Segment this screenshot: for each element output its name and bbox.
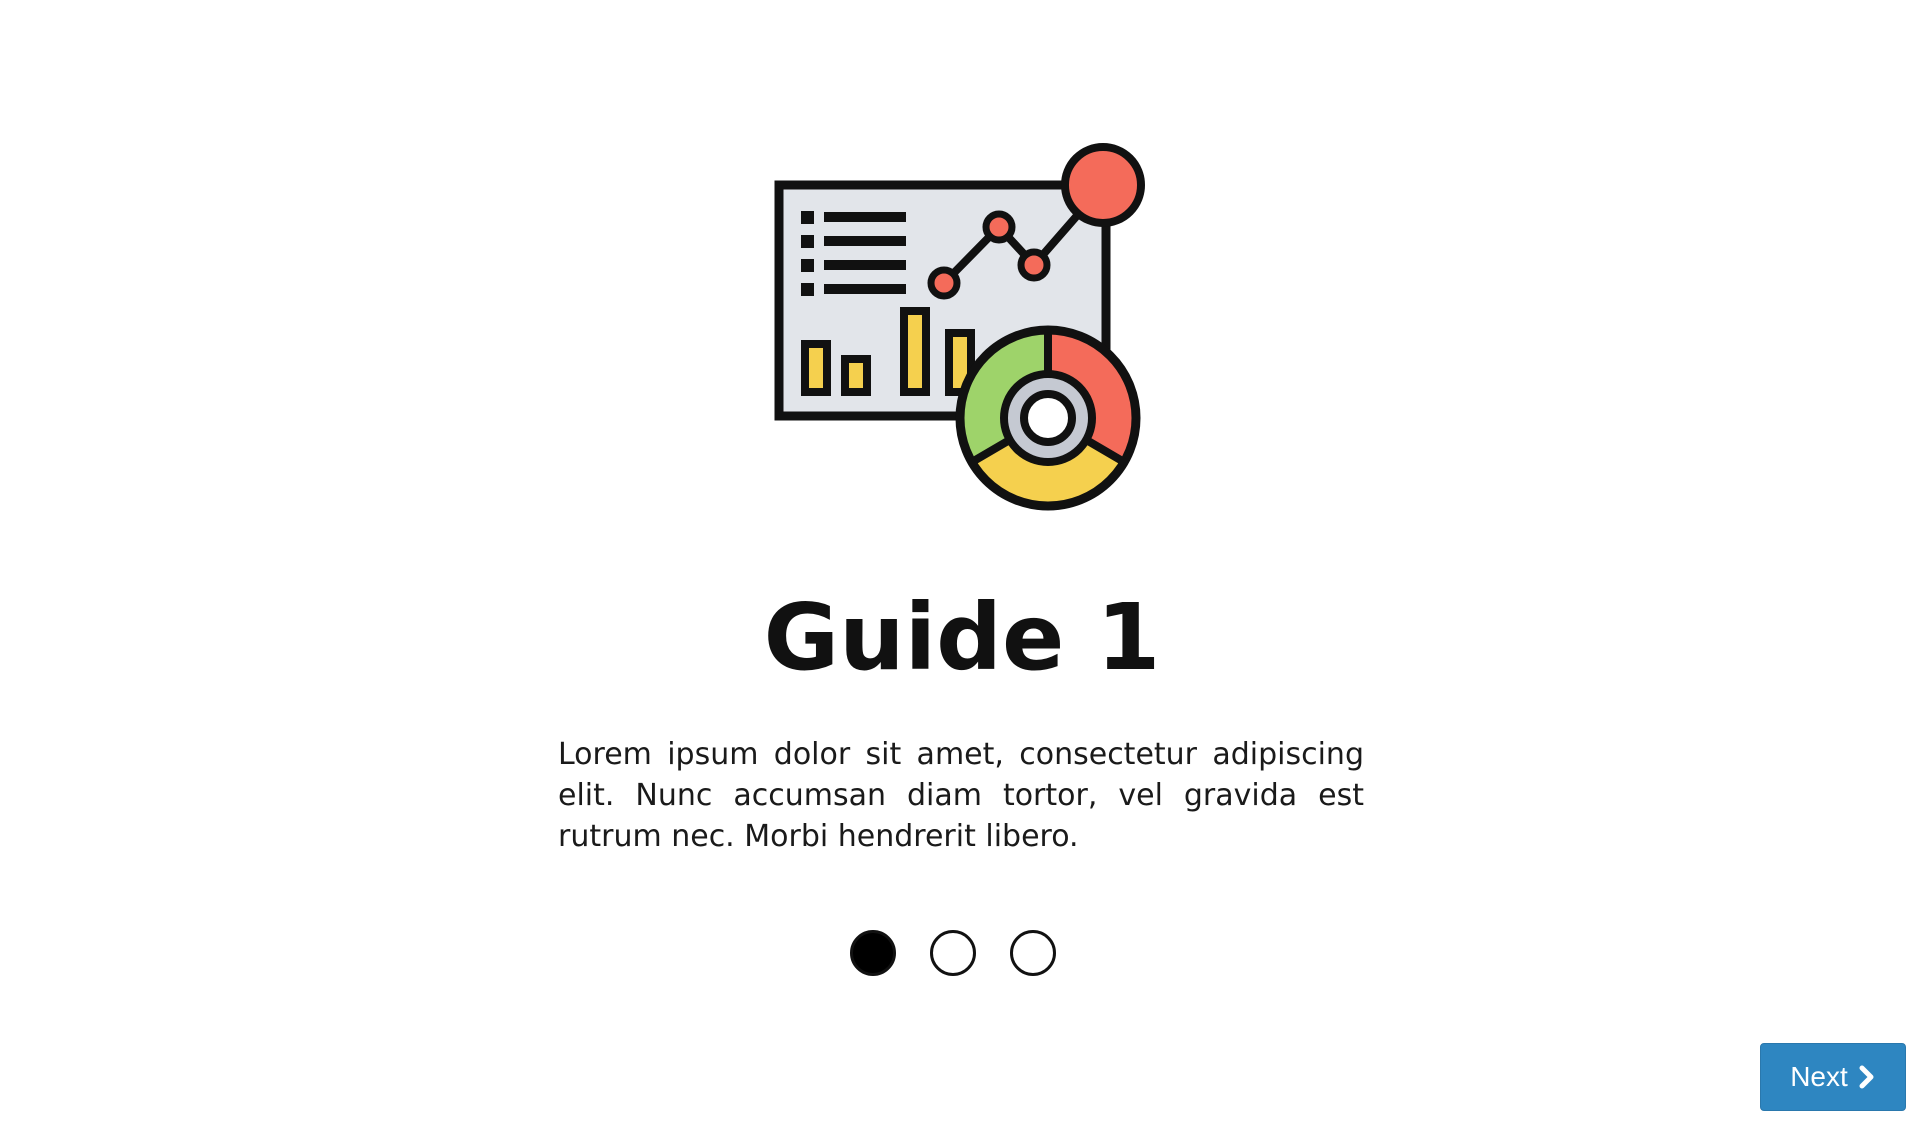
page-title: Guide 1 xyxy=(763,584,1161,691)
next-button[interactable]: Next xyxy=(1760,1043,1906,1111)
chevron-right-icon xyxy=(1858,1065,1876,1089)
pagination-dot-2[interactable] xyxy=(930,930,976,976)
pagination-dot-1[interactable] xyxy=(850,930,896,976)
pagination-dot-3[interactable] xyxy=(1010,930,1056,976)
next-button-label: Next xyxy=(1790,1061,1848,1092)
pagination-dots xyxy=(850,930,1056,976)
guide-description: Lorem ipsum dolor sit amet, consectetur … xyxy=(558,737,1364,854)
dashboard-analytics-icon xyxy=(772,141,1146,515)
